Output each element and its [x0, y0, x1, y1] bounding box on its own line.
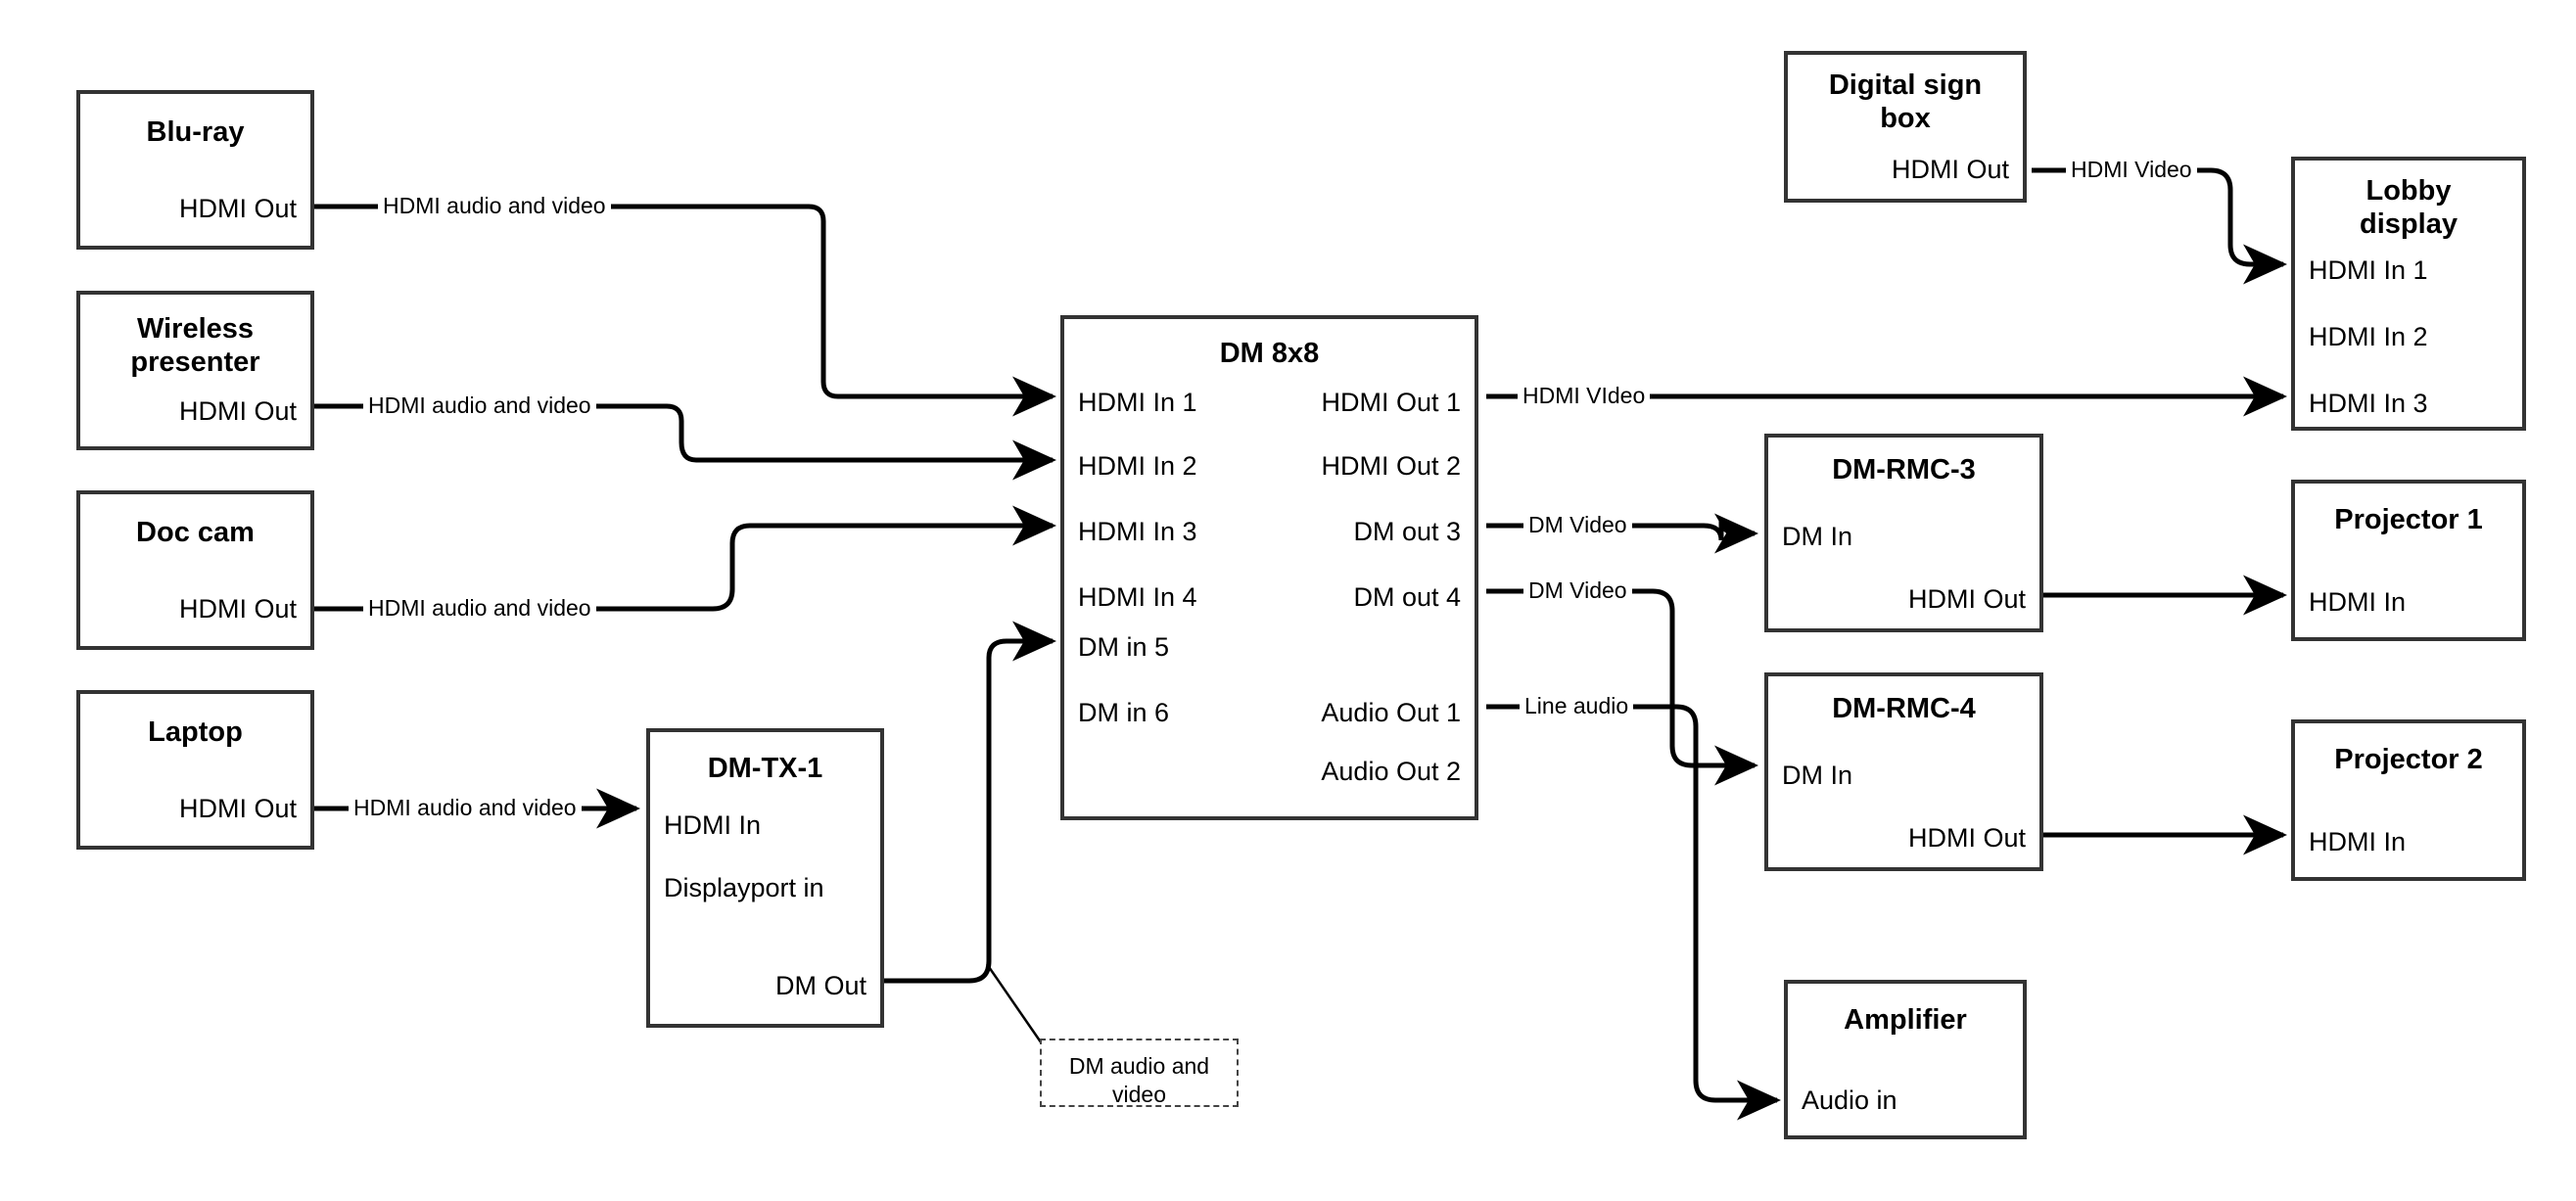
node-bluray[interactable]: Blu-ray HDMI Out: [76, 90, 314, 250]
wire-sign-to-lobby-hdmi-in-1: [2032, 167, 2288, 285]
node-projector-1[interactable]: Projector 1 HDMI In: [2291, 480, 2526, 641]
wire-label-hdmi-out1-to-lobby3: HDMI VIdeo: [1518, 385, 1651, 407]
node-amplifier[interactable]: Amplifier Audio in: [1784, 980, 2027, 1139]
node-dm-tx-1-port-displayport-in[interactable]: Displayport in: [664, 873, 824, 902]
node-wireless-presenter-port-hdmi-out[interactable]: HDMI Out: [178, 396, 297, 426]
node-dm-8x8-port-dm-in-5[interactable]: DM in 5: [1078, 632, 1170, 662]
wire-doccam-to-hdmi-in-3: [314, 505, 1057, 612]
node-amplifier-title: Amplifier: [1844, 1004, 1967, 1036]
node-digital-sign-box-port-hdmi-out[interactable]: HDMI Out: [1891, 155, 2009, 184]
node-dm-rmc-3-title: DM-RMC-3: [1832, 454, 1976, 485]
wire-label-audio-out1-to-amp: Line audio: [1520, 695, 1634, 717]
node-wireless-presenter-title: Wireless presenter: [130, 313, 260, 379]
node-dm-8x8-port-hdmi-in-4[interactable]: HDMI In 4: [1078, 582, 1197, 612]
node-lobby-display-port-hdmi-in-1[interactable]: HDMI In 1: [2309, 255, 2428, 285]
node-wireless-presenter[interactable]: Wireless presenter HDMI Out: [76, 291, 314, 450]
node-dm-8x8-port-audio-out-2[interactable]: Audio Out 2: [1321, 757, 1461, 786]
node-dm-8x8[interactable]: DM 8x8 HDMI In 1 HDMI In 2 HDMI In 3 HDM…: [1060, 315, 1478, 820]
node-projector-2-port-hdmi-in[interactable]: HDMI In: [2309, 827, 2407, 856]
node-doc-cam-title: Doc cam: [136, 517, 255, 548]
wire-label-dm-out3-to-rmc3: DM Video: [1523, 514, 1632, 536]
node-lobby-display-title: Lobby display: [2360, 175, 2458, 241]
node-amplifier-port-audio-in[interactable]: Audio in: [1802, 1086, 1897, 1115]
wire-label-wireless-to-in2: HDMI audio and video: [363, 394, 596, 417]
node-doc-cam-port-hdmi-out[interactable]: HDMI Out: [178, 594, 297, 624]
node-dm-tx-1-port-hdmi-in[interactable]: HDMI In: [664, 810, 762, 840]
node-dm-tx-1-port-dm-out[interactable]: DM Out: [774, 971, 866, 1000]
wire-bluray-to-hdmi-in-1: [314, 204, 1057, 417]
node-lobby-display[interactable]: Lobby display HDMI In 1 HDMI In 2 HDMI I…: [2291, 157, 2526, 431]
node-dm-rmc-4-port-dm-in[interactable]: DM In: [1782, 761, 1853, 790]
node-dm-tx-1-title: DM-TX-1: [707, 753, 823, 784]
node-lobby-display-port-hdmi-in-3[interactable]: HDMI In 3: [2309, 389, 2428, 418]
node-dm-8x8-port-hdmi-in-3[interactable]: HDMI In 3: [1078, 517, 1197, 546]
wire-label-bluray-to-in1: HDMI audio and video: [378, 195, 611, 217]
wire-dm-out-4-to-rmc4: [1486, 588, 1759, 786]
node-projector-2[interactable]: Projector 2 HDMI In: [2291, 719, 2526, 881]
node-dm-8x8-port-dm-in-6[interactable]: DM in 6: [1078, 698, 1170, 727]
node-laptop[interactable]: Laptop HDMI Out: [76, 690, 314, 850]
node-digital-sign-box-title: Digital sign box: [1828, 69, 1983, 135]
wire-label-sign-to-lobby1: HDMI Video: [2066, 159, 2197, 181]
wire-audio-out-1-to-amplifier: [1486, 704, 1782, 1121]
node-laptop-port-hdmi-out[interactable]: HDMI Out: [178, 794, 297, 823]
node-projector-2-title: Projector 2: [2334, 744, 2483, 775]
node-dm-rmc-3-port-dm-in[interactable]: DM In: [1782, 522, 1853, 551]
wire-label-doccam-to-in3: HDMI audio and video: [363, 597, 596, 620]
node-bluray-title: Blu-ray: [146, 116, 245, 148]
node-projector-1-title: Projector 1: [2334, 504, 2483, 535]
node-dm-rmc-4[interactable]: DM-RMC-4 DM In HDMI Out: [1764, 672, 2043, 871]
node-dm-8x8-port-hdmi-in-2[interactable]: HDMI In 2: [1078, 451, 1197, 481]
node-dm-8x8-port-hdmi-in-1[interactable]: HDMI In 1: [1078, 388, 1197, 417]
node-lobby-display-port-hdmi-in-2[interactable]: HDMI In 2: [2309, 322, 2428, 351]
node-dm-8x8-port-dm-out-4[interactable]: DM out 4: [1353, 582, 1461, 612]
node-doc-cam[interactable]: Doc cam HDMI Out: [76, 490, 314, 650]
node-dm-rmc-3-port-hdmi-out[interactable]: HDMI Out: [1907, 584, 2026, 614]
wire-label-laptop-to-dmtx1: HDMI audio and video: [349, 797, 582, 819]
node-dm-tx-1[interactable]: DM-TX-1 HDMI In Displayport in DM Out: [646, 728, 884, 1028]
annotation-dm-audio-and-video: DM audio and video: [1040, 1039, 1239, 1107]
node-projector-1-port-hdmi-in[interactable]: HDMI In: [2309, 587, 2407, 617]
node-dm-rmc-4-port-hdmi-out[interactable]: HDMI Out: [1907, 823, 2026, 853]
wire-leader-to-dm-note: [985, 963, 1048, 1050]
wire-dm-out-3-to-rmc3: [1486, 513, 1759, 554]
wire-label-dm-out4-to-rmc4: DM Video: [1523, 579, 1632, 602]
node-dm-8x8-title: DM 8x8: [1219, 338, 1320, 369]
node-dm-8x8-port-audio-out-1[interactable]: Audio Out 1: [1321, 698, 1461, 727]
wire-dmtx1-to-dm-in-5: [884, 621, 1057, 984]
node-digital-sign-box[interactable]: Digital sign box HDMI Out: [1784, 51, 2027, 203]
node-bluray-port-hdmi-out[interactable]: HDMI Out: [178, 194, 297, 223]
node-dm-rmc-3[interactable]: DM-RMC-3 DM In HDMI Out: [1764, 434, 2043, 632]
wire-wireless-to-hdmi-in-2: [314, 403, 1057, 481]
node-dm-8x8-port-hdmi-out-2[interactable]: HDMI Out 2: [1321, 451, 1461, 481]
node-dm-8x8-port-hdmi-out-1[interactable]: HDMI Out 1: [1321, 388, 1461, 417]
node-dm-rmc-4-title: DM-RMC-4: [1832, 693, 1976, 724]
node-laptop-title: Laptop: [148, 716, 243, 748]
node-dm-8x8-port-dm-out-3[interactable]: DM out 3: [1353, 517, 1461, 546]
